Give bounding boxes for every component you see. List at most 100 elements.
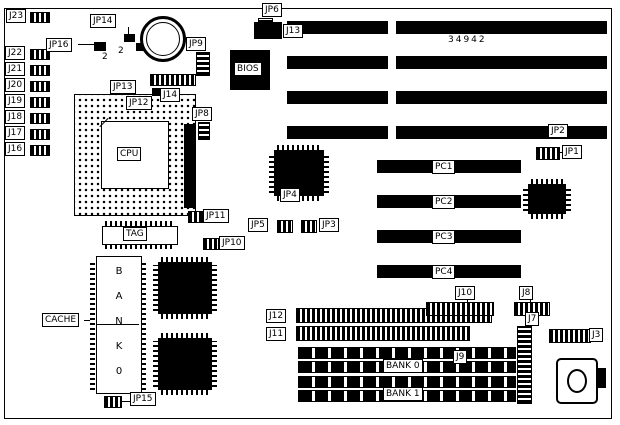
leader-line <box>78 44 94 45</box>
bank-column-divider <box>97 324 139 325</box>
label-jp16: JP16 <box>46 38 72 52</box>
label-jp6: JP6 <box>262 3 282 17</box>
label-jp15: JP15 <box>130 392 156 406</box>
label-j17: J17 <box>5 126 26 140</box>
label-j9: J9 <box>453 350 468 364</box>
isa-slot-3-short <box>287 91 388 104</box>
connector-jp9 <box>196 52 210 76</box>
label-j19: J19 <box>5 94 26 108</box>
leader-line <box>122 401 130 402</box>
connector-j17 <box>30 129 50 140</box>
connector-jp8 <box>198 122 210 140</box>
label-j23: J23 <box>6 9 27 23</box>
pin2-marker-jp14: 2 <box>118 46 124 56</box>
label-j13: J13 <box>283 24 304 38</box>
isa-slot-2-short <box>287 56 388 69</box>
label-j11: J11 <box>266 327 287 341</box>
connector-jp15 <box>104 396 122 408</box>
tag-pins-top <box>105 221 173 226</box>
connector-jp3 <box>301 220 317 233</box>
connector-j19 <box>30 97 50 108</box>
label-jp2: JP2 <box>548 124 568 138</box>
label-jp9: JP9 <box>186 37 206 51</box>
label-bank0: BANK 0 <box>383 359 423 373</box>
label-bios: BIOS <box>234 62 262 76</box>
cache-bank-column: B A N K 0 <box>96 256 142 394</box>
label-jp5: JP5 <box>248 218 268 232</box>
jumper-jp14-a <box>124 34 135 42</box>
label-jp13: JP13 <box>110 80 136 94</box>
label-j14: J14 <box>160 88 181 102</box>
label-jp12: JP12 <box>126 96 152 110</box>
isa-slot-1-short <box>287 21 388 34</box>
label-pc4: PC4 <box>432 265 456 279</box>
qfp-chip <box>523 179 571 219</box>
leader-line <box>530 299 531 303</box>
label-j8: J8 <box>519 286 534 300</box>
pin2-marker-jp16: 2 <box>102 52 108 62</box>
connector-jp1 <box>536 147 560 160</box>
leader-line <box>558 152 564 153</box>
label-j20: J20 <box>5 78 26 92</box>
qfp-chip-lower <box>153 333 217 395</box>
isa-slot-4-short <box>287 126 388 139</box>
label-j3: J3 <box>589 328 604 342</box>
label-j18: J18 <box>5 110 26 124</box>
keyboard-connector-tab <box>596 368 606 388</box>
connector-j20 <box>30 81 50 92</box>
connector-j23 <box>30 12 50 23</box>
label-jp10: JP10 <box>219 236 245 250</box>
label-j21: J21 <box>5 62 26 76</box>
isa-slot-4-long <box>396 126 607 139</box>
isa-slot-1-long <box>396 21 607 34</box>
label-jp14: JP14 <box>90 14 116 28</box>
connector-jp10 <box>203 238 219 250</box>
connector-j21 <box>30 65 50 76</box>
connector-jp5 <box>277 220 293 233</box>
qfp-chip-upper <box>153 257 217 319</box>
connector-j18 <box>30 113 50 124</box>
isa-slot-3-long <box>396 91 607 104</box>
leader-line <box>128 27 129 34</box>
label-bank1: BANK 1 <box>383 387 423 401</box>
label-cache: CACHE <box>42 313 80 327</box>
connector-jp11 <box>188 211 203 223</box>
label-j22: J22 <box>5 46 26 60</box>
connector-j16 <box>30 145 50 156</box>
cpu-socket <box>74 94 196 216</box>
keyboard-connector <box>556 358 598 404</box>
bank-column-pins-left <box>90 260 95 390</box>
connector-j13 <box>254 22 282 39</box>
connector-j3 <box>549 329 591 343</box>
label-tag: TAG <box>123 227 147 241</box>
connector-j14 <box>150 74 196 86</box>
label-jp3: JP3 <box>319 218 339 232</box>
label-j16: J16 <box>5 142 26 156</box>
label-pc2: PC2 <box>432 195 456 209</box>
label-jp4: JP4 <box>280 188 300 202</box>
connector-j11 <box>296 326 470 341</box>
battery <box>140 16 186 62</box>
board-number: 34942 <box>448 35 487 45</box>
connector-j10 <box>426 302 494 316</box>
label-pc3: PC3 <box>432 230 456 244</box>
connector-j22 <box>30 49 50 60</box>
bank-column-pins-right <box>141 260 146 390</box>
jumper-jp16 <box>94 42 106 51</box>
label-j7: J7 <box>525 312 540 326</box>
label-jp8: JP8 <box>192 107 212 121</box>
leader-line <box>84 320 90 321</box>
bank-column-text: B A N K 0 <box>115 266 123 377</box>
label-jp11: JP11 <box>203 209 229 223</box>
label-j10: J10 <box>455 286 476 300</box>
label-j12: J12 <box>266 309 287 323</box>
jumper-jp13 <box>152 88 162 96</box>
leader-line <box>467 299 468 303</box>
label-jp1: JP1 <box>562 145 582 159</box>
isa-slot-2-long <box>396 56 607 69</box>
label-pc1: PC1 <box>432 160 456 174</box>
tag-pins-bottom <box>105 244 173 249</box>
socket-lever-bar <box>184 124 196 208</box>
connector-j7 <box>517 326 532 404</box>
